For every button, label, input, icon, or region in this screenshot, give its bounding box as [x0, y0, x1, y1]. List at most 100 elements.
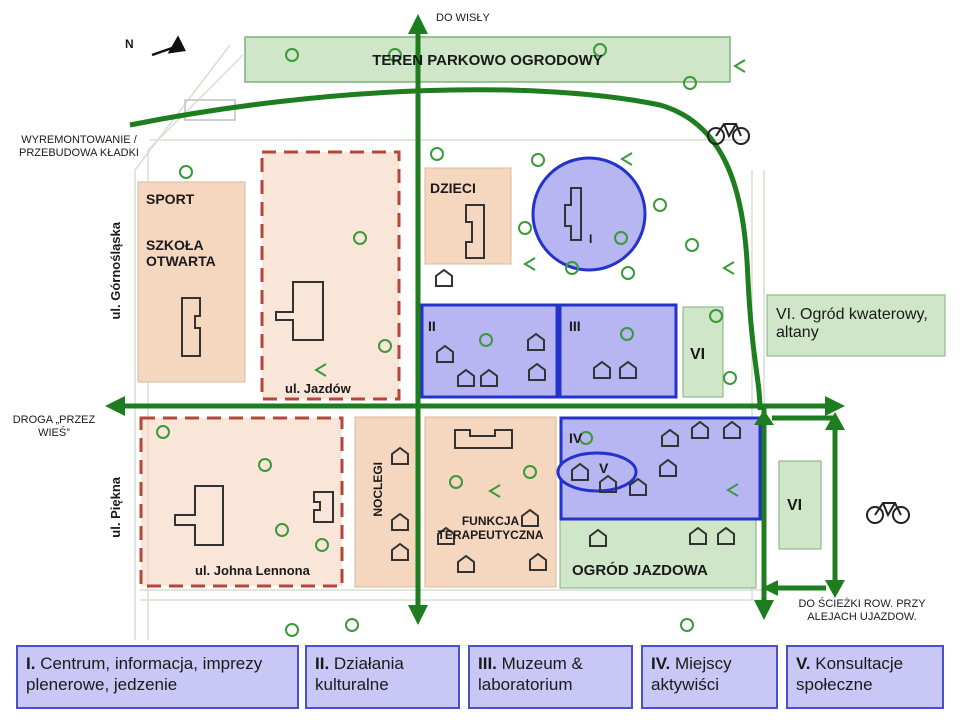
- top-park-label: TEREN PARKOWO OGRODOWY: [372, 52, 603, 69]
- legend-text: Miejscy aktywiści: [651, 654, 732, 695]
- tree-icon: [620, 152, 633, 166]
- arrow-icon: [408, 14, 428, 34]
- house-icon: [435, 268, 453, 287]
- tree-icon: [449, 475, 463, 489]
- tree-icon: [388, 48, 402, 62]
- tree-icon: [488, 484, 501, 498]
- zone-ii-label: II: [428, 318, 436, 334]
- arrow-icon: [825, 412, 845, 430]
- house-icon: [457, 554, 475, 573]
- tree-icon: [156, 425, 170, 439]
- tree-icon: [258, 458, 272, 472]
- house-icon: [723, 420, 741, 439]
- tree-icon: [685, 238, 699, 252]
- tree-icon: [518, 221, 532, 235]
- therapy-zone: [424, 416, 557, 588]
- zone-v-label: V: [599, 460, 609, 476]
- legend-num: I.: [26, 654, 36, 673]
- tree-icon: [314, 363, 327, 377]
- tree-icon: [614, 231, 628, 245]
- house-icon: [691, 420, 709, 439]
- tree-arrows: [314, 59, 746, 498]
- street-piekna: ul. Piękna: [108, 477, 123, 538]
- arrow-icon: [754, 410, 774, 425]
- tree-icon: [726, 483, 739, 497]
- sport-zone: [137, 181, 246, 383]
- therapy-label: FUNKCJA TERAPEUTYCZNA: [437, 514, 544, 542]
- tree-icon: [653, 198, 667, 212]
- arrow-icon: [762, 580, 778, 596]
- arrow-icon: [825, 396, 845, 416]
- lodging-zone: [354, 416, 419, 588]
- legend-item-1: I. Centrum, informacja, imprezy plenerow…: [16, 645, 299, 709]
- arrow-icon: [825, 580, 845, 598]
- houses: [391, 268, 741, 573]
- house-icon: [521, 508, 539, 527]
- trees: [156, 43, 737, 637]
- legend-item-3: III. Muzeum & laboratorium: [468, 645, 633, 709]
- house-icon: [571, 462, 589, 481]
- allotment-label: VI. Ogród kwaterowy, altany: [776, 306, 928, 342]
- house-icon: [436, 344, 454, 363]
- to-vistula-label: DO WISŁY: [436, 12, 490, 24]
- north-letter: N: [125, 37, 134, 51]
- route-arrowheads: [105, 14, 845, 625]
- tree-icon: [531, 153, 545, 167]
- street-jazdow: ul. Jazdów: [285, 381, 351, 396]
- north-arrow-icon: [151, 35, 186, 57]
- arrow-icon: [754, 600, 774, 620]
- tree-icon: [275, 523, 289, 537]
- arrow-icon: [408, 605, 428, 625]
- lennona-zone: [139, 416, 344, 588]
- tree-icon: [315, 538, 329, 552]
- kids-zone: [424, 167, 512, 265]
- tree-icon: [723, 371, 737, 385]
- legend-text: Muzeum & laboratorium: [478, 654, 583, 695]
- legend-num: II.: [315, 654, 330, 673]
- tree-icon: [179, 165, 193, 179]
- house-icon: [717, 526, 735, 545]
- zone-v-ellipse: [556, 451, 638, 493]
- tree-icon: [620, 327, 634, 341]
- house-icon: [661, 428, 679, 447]
- legend-item-4: IV. Miejscy aktywiści: [641, 645, 778, 709]
- house-icon: [589, 528, 607, 547]
- zone-iv-label: IV: [569, 430, 583, 446]
- lodging-label: NOCLEGI: [371, 462, 385, 517]
- house-icon: [437, 526, 455, 545]
- house-icon: [391, 542, 409, 561]
- zone-i-circle: [531, 156, 647, 272]
- street-gornoslaska: ul. Górnośląska: [108, 222, 123, 320]
- tree-icon: [722, 261, 735, 275]
- house-icon: [391, 512, 409, 531]
- garden-label: OGRÓD JAZDOWA: [572, 562, 708, 579]
- zone-vi-north-label: VI: [690, 346, 706, 363]
- legend-num: III.: [478, 654, 497, 673]
- tree-icon: [680, 618, 694, 632]
- vi-zone-south: [778, 460, 822, 550]
- garden-zone: [559, 519, 757, 589]
- house-icon: [391, 446, 409, 465]
- tree-icon: [565, 261, 579, 275]
- house-icon: [659, 458, 677, 477]
- house-icon: [480, 368, 498, 387]
- house-icon: [593, 360, 611, 379]
- tree-icon: [353, 231, 367, 245]
- kids-label: DZIECI: [430, 180, 476, 196]
- zone-i-label: I: [589, 232, 593, 246]
- legend-text: Działania kulturalne: [315, 654, 404, 695]
- main-routes: [120, 30, 838, 617]
- tree-icon: [345, 618, 359, 632]
- tree-icon: [593, 43, 607, 57]
- zone-iii-label: III: [569, 318, 581, 334]
- bicycle-icon: [866, 502, 910, 524]
- house-icon: [528, 362, 546, 381]
- zone-vi-south-label: VI: [787, 497, 803, 514]
- legend-text: Konsultacje społeczne: [796, 654, 904, 695]
- tree-icon: [709, 309, 723, 323]
- arrow-icon: [105, 396, 125, 416]
- road-note: DROGA „PRZEZ WIEŚ”: [12, 414, 96, 439]
- top-park-area: [244, 36, 731, 83]
- house-icon: [629, 477, 647, 496]
